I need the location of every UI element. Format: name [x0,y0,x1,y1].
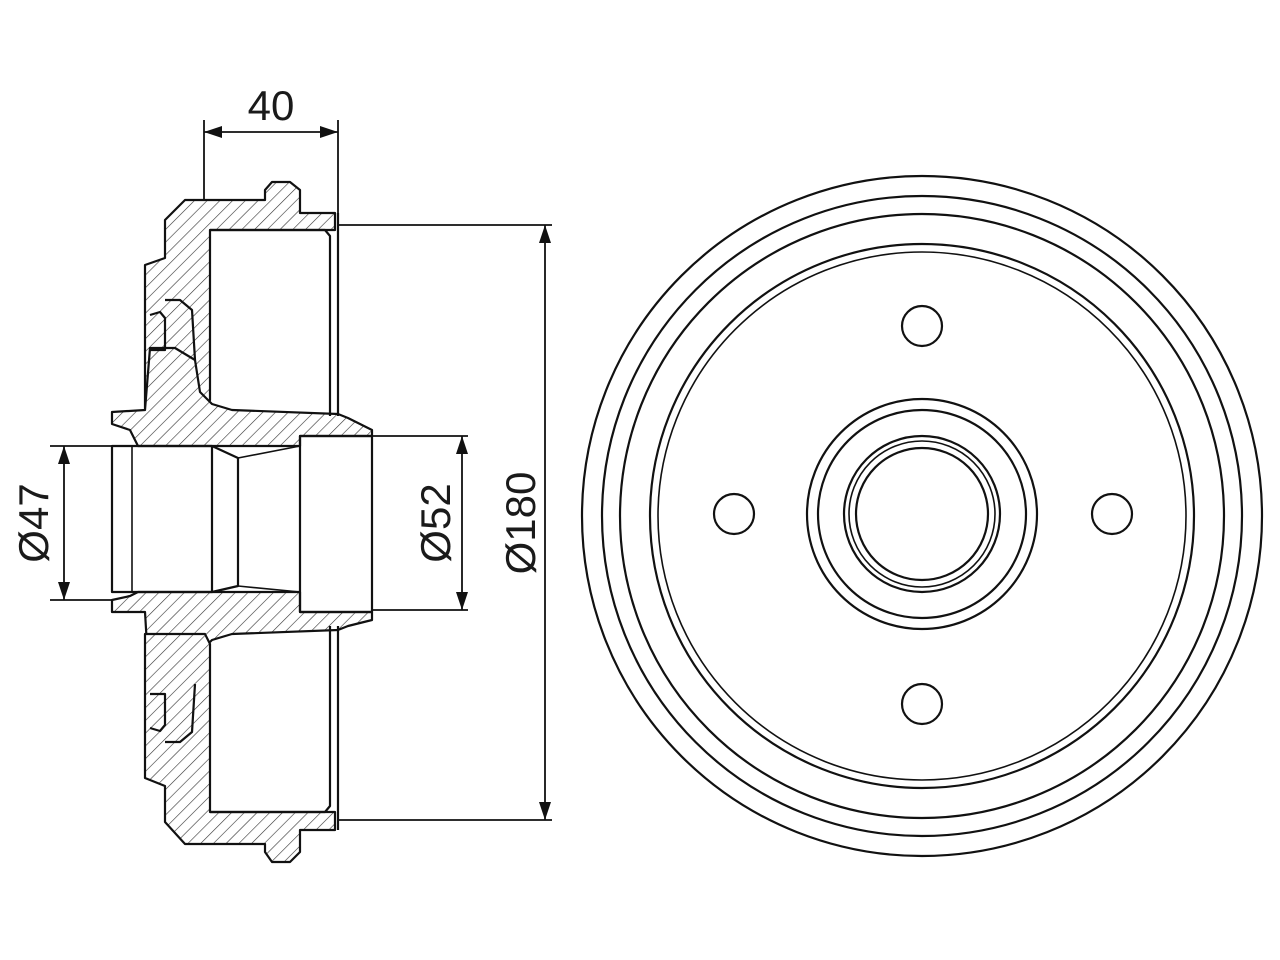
dimension-width: 40 [203,82,339,213]
bolt-hole-right [1090,492,1134,536]
hub-flange-outer [805,397,1039,631]
hub-centre-bottom [237,585,301,593]
upper-hub-section [110,346,374,448]
bolt-hole-top [900,304,944,348]
hub-flange-inner [816,408,1028,620]
lower-drum-wall-section [143,632,337,864]
hub-bore-left [110,444,214,594]
drum-inner-lower [210,626,332,814]
width-label: 40 [248,82,295,129]
hub-bore-right [298,434,374,614]
front-view [580,174,1264,858]
drum-rim-ring-2 [618,212,1226,820]
dimension-drum-diameter: Ø180 [338,224,552,821]
upper-bolt-hole [149,298,197,361]
drum-outer-rim [580,174,1264,858]
bolt-hole-bottom [900,682,944,726]
section-view [110,180,374,864]
hub-bore [854,446,990,582]
dimension-inner-diameter-right: Ø52 [372,435,468,611]
lower-bolt-hole [149,683,197,744]
drum-inner-upper [210,228,332,416]
drum-friction-surface-outer [648,242,1196,790]
hub-bore-ring-mid [848,440,996,588]
hub-centre-top [237,445,301,459]
inner-diameter-right-label: Ø52 [412,483,459,562]
drum-friction-surface-inner [657,251,1187,781]
hub-bore-taper [211,445,240,594]
drum-rim-ring-1 [600,194,1244,838]
dimension-inner-diameter-left: Ø47 [10,445,112,601]
inner-diameter-left-label: Ø47 [10,483,57,562]
upper-drum-wall-section [143,180,337,412]
drum-diameter-label: Ø180 [497,472,544,575]
hub-bore-ring-outer [842,434,1002,594]
bolt-hole-left [712,492,756,536]
